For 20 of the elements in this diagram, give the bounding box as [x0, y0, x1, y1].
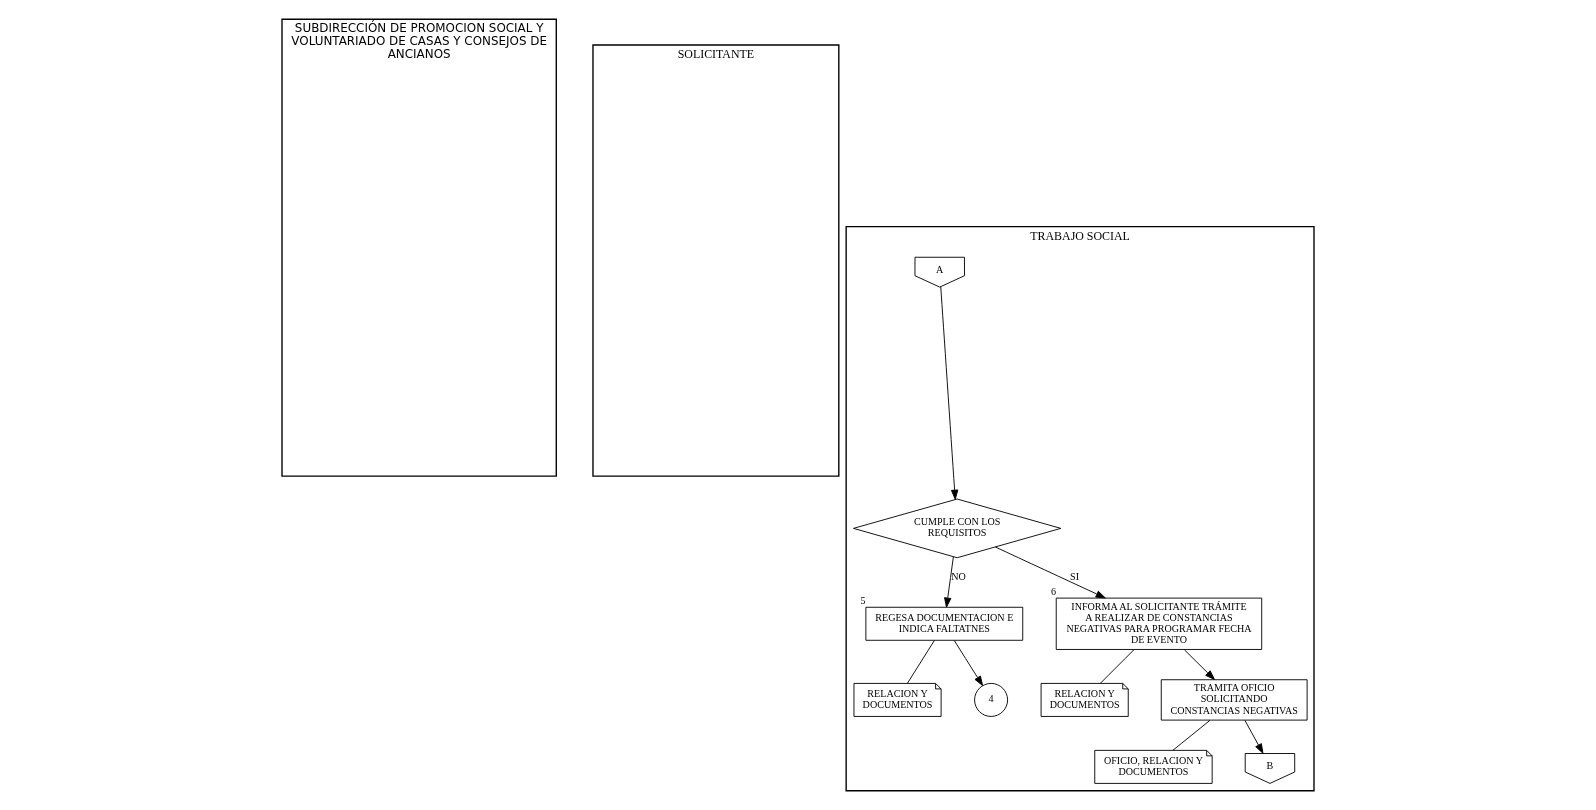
node-box: INFORMA AL SOLICITANTE TRÁMITE A REALIZAR DE CONSTANCIAS NEGATIVAS PARA PROGRAMAR FECHA DE EVENTO [1055, 597, 1263, 650]
arrow [1244, 719, 1264, 754]
arrow [1183, 649, 1215, 680]
node-box: SUBDIRECCIÓN DE PROMOCION SOCIAL Y VOLUNTARIADO DE CASAS Y CONSEJOS DE ANCIANOS [281, 18, 557, 477]
edge-label: NO [951, 571, 966, 583]
connector [907, 640, 935, 684]
node-diamond: CUMPLE CON LOS REQUISITOS [853, 498, 1062, 559]
connector [1099, 649, 1135, 684]
arrow [994, 546, 1106, 599]
arrow [944, 556, 954, 608]
node-label: 6 [1050, 586, 1056, 598]
node-box: SOLICITANTE [592, 44, 840, 477]
arrow [953, 640, 984, 686]
node-circle: 4 [974, 682, 1009, 717]
node-box: TRAMITA OFICIO SOLICITANDO CONSTANCIAS NEGATIVAS [1160, 679, 1308, 721]
connector [1172, 719, 1211, 751]
edge-label: SI [1070, 571, 1080, 583]
node-box: REGESA DOCUMENTACION E INDICA FALTATNES [865, 606, 1024, 641]
arrow [940, 286, 959, 500]
node-label: 5 [860, 595, 866, 607]
